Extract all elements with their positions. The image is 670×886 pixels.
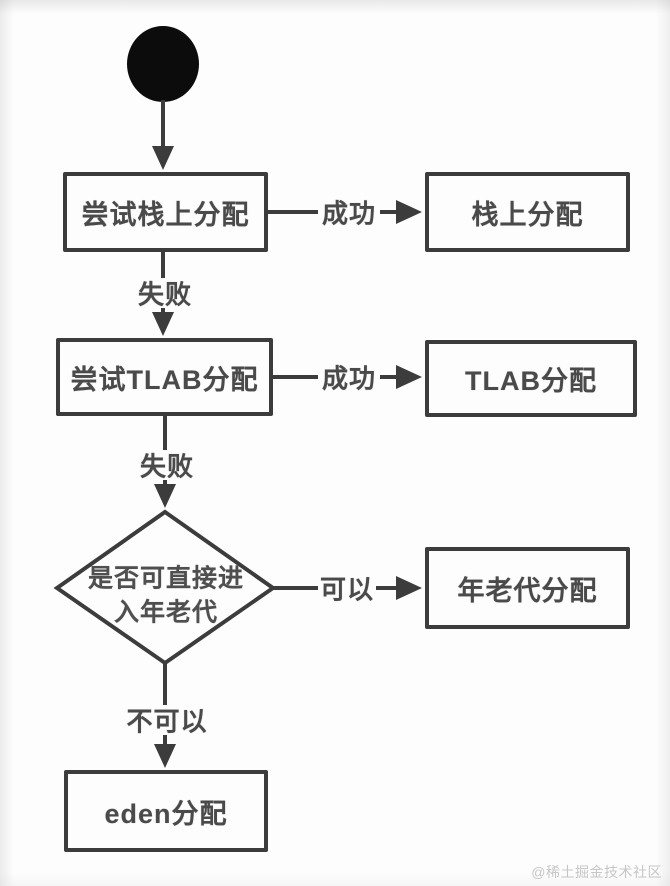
arrowhead-down-icon xyxy=(154,744,176,768)
node-tlab-allocation: TLAB分配 xyxy=(425,340,637,417)
node-label: eden分配 xyxy=(104,798,228,829)
arrowhead-down-icon xyxy=(152,146,174,170)
edge-label-tlab-fail: 失败 xyxy=(139,451,195,482)
juejin-watermark: @稀土掘金技术社区 xyxy=(531,864,662,880)
edge-label-decision-no: 不可以 xyxy=(126,706,208,737)
node-decision-label: 是否可直接进 入年老代 xyxy=(71,562,261,630)
node-label: 栈上分配 xyxy=(471,199,584,230)
arrowhead-down-icon xyxy=(154,484,176,508)
node-try-stack-allocation: 尝试栈上分配 xyxy=(63,172,268,252)
edge-label-stack-fail: 失败 xyxy=(137,279,193,310)
arrowhead-right-icon xyxy=(396,576,422,600)
edge-label-stack-success: 成功 xyxy=(321,198,377,229)
node-try-tlab-allocation: 尝试TLAB分配 xyxy=(56,338,273,416)
node-old-gen-allocation: 年老代分配 xyxy=(425,547,630,629)
start-node-circle xyxy=(127,26,199,102)
arrowhead-right-icon xyxy=(396,365,422,389)
arrowhead-right-icon xyxy=(396,200,422,224)
edge-label-tlab-success: 成功 xyxy=(321,363,377,394)
node-label: TLAB分配 xyxy=(465,366,597,396)
edge-label-decision-yes: 可以 xyxy=(319,574,375,605)
node-label: 尝试栈上分配 xyxy=(81,199,250,230)
node-label: 年老代分配 xyxy=(457,575,598,606)
node-eden-allocation: eden分配 xyxy=(64,770,268,852)
node-label: 尝试TLAB分配 xyxy=(70,364,259,395)
node-stack-allocation: 栈上分配 xyxy=(425,172,630,252)
decision-label-line2: 入年老代 xyxy=(113,598,218,626)
arrowhead-down-icon xyxy=(152,312,174,336)
decision-label-line1: 是否可直接进 xyxy=(87,564,244,593)
